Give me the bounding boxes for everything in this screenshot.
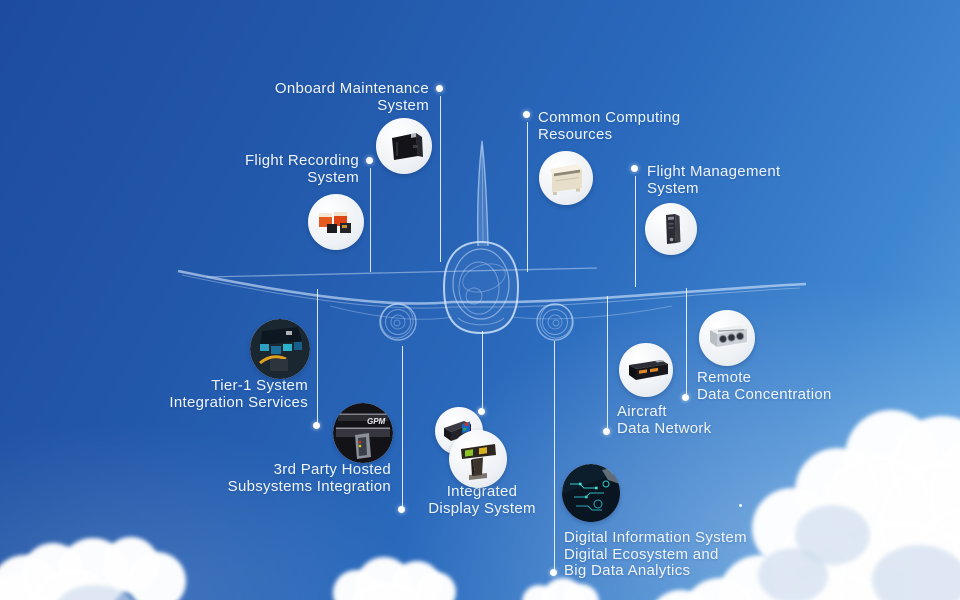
label-line: Aircraft bbox=[617, 403, 667, 420]
callout-dot-tier1 bbox=[313, 422, 320, 429]
remote-data-concentration-photo bbox=[699, 310, 755, 366]
callout-dot-flight-recording bbox=[366, 157, 373, 164]
onboard-maintenance-photo bbox=[376, 118, 432, 174]
callout-dot-onboard-maintenance bbox=[436, 85, 443, 92]
gpm-rack-photo: GPM bbox=[333, 403, 393, 463]
label-common-computing-resources: Common Computing Resources bbox=[538, 109, 681, 143]
label-line: Big Data Analytics bbox=[564, 562, 691, 579]
label-line: System bbox=[377, 96, 429, 114]
label-line: Flight Management bbox=[647, 163, 781, 180]
connector-line-integrated-display bbox=[482, 331, 483, 408]
label-flight-recording-system: Flight Recording System bbox=[244, 152, 359, 186]
common-computing-photo bbox=[539, 151, 593, 205]
label-line: Subsystems Integration bbox=[227, 477, 391, 495]
connector-line-common-computing bbox=[527, 122, 528, 272]
connector-line-onboard-maintenance bbox=[440, 96, 441, 262]
label-onboard-maintenance-system: Onboard Maintenance System bbox=[274, 80, 429, 114]
label-line: Common Computing bbox=[538, 109, 681, 126]
label-3rd-party-hosted-subsystems-integration: 3rd Party Hosted Subsystems Integration bbox=[227, 461, 391, 495]
connector-line-remote-data-concentration bbox=[686, 288, 687, 394]
label-line: Display System bbox=[428, 499, 536, 517]
label-flight-management-system: Flight Management System bbox=[647, 163, 781, 197]
label-aircraft-data-network: Aircraft Data Network bbox=[617, 403, 712, 437]
callout-dot-integrated-display bbox=[478, 408, 485, 415]
star-speck bbox=[739, 504, 742, 507]
label-line: Digital Ecosystem and bbox=[564, 545, 719, 563]
callout-dot-common-computing bbox=[523, 111, 530, 118]
label-line: Integration Services bbox=[169, 393, 308, 411]
label-digital-information-system: Digital Information System Digital Ecosy… bbox=[564, 529, 747, 580]
label-integrated-display-system: Integrated Display System bbox=[403, 483, 561, 517]
connector-line-tier1 bbox=[317, 289, 318, 422]
callout-dot-flight-management bbox=[631, 165, 638, 172]
label-line: Integrated bbox=[446, 483, 518, 500]
callout-dot-3rd-party bbox=[398, 506, 405, 513]
callout-dot-remote-data-concentration bbox=[682, 394, 689, 401]
label-line: Flight Recording bbox=[244, 152, 359, 169]
label-line: Remote bbox=[697, 369, 752, 386]
label-line: Data Concentration bbox=[697, 385, 832, 403]
label-tier1-system-integration-services: Tier-1 System Integration Services bbox=[169, 377, 308, 411]
connector-line-digital-information bbox=[554, 341, 555, 569]
svg-text:GPM: GPM bbox=[367, 417, 386, 426]
label-line: Onboard Maintenance bbox=[274, 80, 429, 97]
head-up-display-photo bbox=[449, 430, 507, 488]
label-line: Resources bbox=[538, 125, 613, 143]
label-line: System bbox=[307, 168, 359, 186]
digital-information-photo bbox=[562, 464, 620, 522]
label-remote-data-concentration: Remote Data Concentration bbox=[697, 369, 832, 403]
label-line: System bbox=[647, 179, 699, 197]
tier1-cockpit-photo bbox=[250, 319, 310, 379]
aircraft-data-network-photo bbox=[619, 343, 673, 397]
flight-management-photo bbox=[645, 203, 697, 255]
label-line: 3rd Party Hosted bbox=[273, 461, 391, 478]
connector-line-flight-recording bbox=[370, 168, 371, 272]
label-line: Data Network bbox=[617, 419, 712, 437]
flight-recording-photo bbox=[308, 194, 364, 250]
connector-line-aircraft-data-network bbox=[607, 296, 608, 428]
connector-line-3rd-party bbox=[402, 346, 403, 506]
callout-dot-aircraft-data-network bbox=[603, 428, 610, 435]
label-line: Tier-1 System bbox=[211, 377, 308, 394]
connector-line-flight-management bbox=[635, 176, 636, 287]
label-line: Digital Information System bbox=[564, 529, 747, 546]
callout-dot-digital-information bbox=[550, 569, 557, 576]
